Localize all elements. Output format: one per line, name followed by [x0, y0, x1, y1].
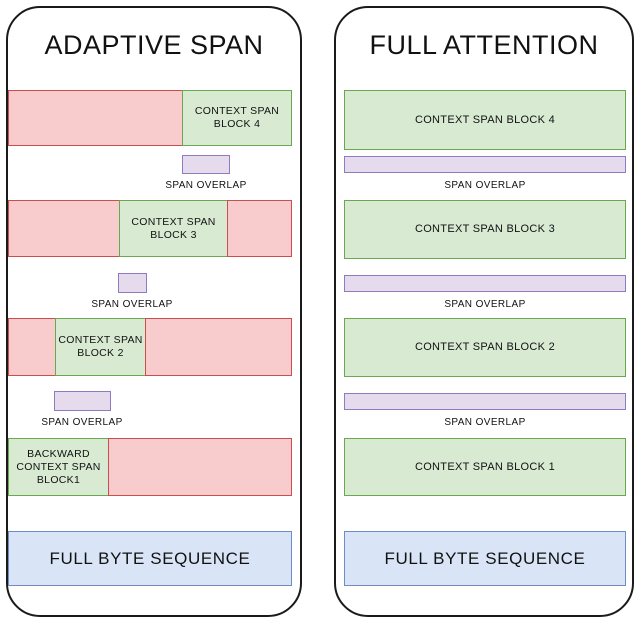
- adaptive-block2-label-line2: BLOCK 2: [77, 347, 124, 359]
- full-span-overlap-1-caption: SPAN OVERLAP: [444, 417, 526, 428]
- adaptive-block2-label: CONTEXT SPAN BLOCK 2: [58, 334, 142, 360]
- full-context-span-block-1-bar: CONTEXT SPAN BLOCK 1: [344, 438, 626, 496]
- full-block3-label: CONTEXT SPAN BLOCK 3: [414, 223, 556, 235]
- full-span-overlap-1-bar: [344, 393, 626, 410]
- adaptive-span-overlap-1-caption: SPAN OVERLAP: [41, 417, 123, 428]
- adaptive-block4-label: CONTEXT SPAN BLOCK 4: [195, 105, 279, 131]
- adaptive-block2-pink-right: [145, 318, 292, 376]
- full-context-span-block-3-bar: CONTEXT SPAN BLOCK 3: [344, 200, 626, 259]
- adaptive-block2-green-segment: CONTEXT SPAN BLOCK 2: [55, 318, 146, 376]
- adaptive-full-byte-sequence-label: FULL BYTE SEQUENCE: [49, 549, 251, 568]
- full-block2-label: CONTEXT SPAN BLOCK 2: [414, 341, 556, 353]
- full-context-span-block-2-bar: CONTEXT SPAN BLOCK 2: [344, 318, 626, 377]
- adaptive-block4-green-segment: CONTEXT SPAN BLOCK 4: [182, 90, 292, 146]
- adaptive-span-overlap-2-bar: [118, 273, 147, 293]
- adaptive-block1-label-line2: CONTEXT SPAN: [16, 460, 101, 473]
- panel-title-full-attention: FULL ATTENTION: [369, 30, 599, 60]
- adaptive-span-overlap-3-bar: [182, 155, 230, 174]
- full-block4-label: CONTEXT SPAN BLOCK 4: [414, 113, 556, 126]
- full-span-overlap-2-caption: SPAN OVERLAP: [444, 299, 526, 310]
- adaptive-block3-label: CONTEXT SPAN BLOCK 3: [131, 216, 215, 242]
- full-context-span-block-4-bar: CONTEXT SPAN BLOCK 4: [344, 90, 626, 150]
- adaptive-block1-pink-segment: [108, 438, 292, 496]
- full-span-overlap-2-bar: [344, 275, 626, 292]
- adaptive-block3-label-line1: CONTEXT SPAN: [131, 215, 216, 228]
- adaptive-full-byte-sequence-bar: FULL BYTE SEQUENCE: [8, 531, 292, 586]
- adaptive-block1-label: BACKWARD CONTEXT SPAN BLOCK1: [16, 448, 100, 487]
- full-block1-label: CONTEXT SPAN BLOCK 1: [414, 460, 556, 473]
- full-full-byte-sequence-label: FULL BYTE SEQUENCE: [384, 549, 586, 568]
- panel-title-adaptive-span: ADAPTIVE SPAN: [44, 30, 264, 60]
- adaptive-span-overlap-2-caption: SPAN OVERLAP: [91, 299, 173, 310]
- adaptive-block2-pink-left: [8, 318, 56, 376]
- adaptive-block4-label-line1: CONTEXT SPAN: [194, 105, 280, 117]
- adaptive-block1-label-line1: BACKWARD: [27, 447, 90, 460]
- full-full-byte-sequence-bar: FULL BYTE SEQUENCE: [344, 531, 626, 586]
- full-span-overlap-3-bar: [344, 156, 626, 173]
- adaptive-block4-label-line2: BLOCK 4: [213, 118, 261, 130]
- full-span-overlap-3-caption: SPAN OVERLAP: [444, 180, 526, 191]
- adaptive-block4-pink-segment: [8, 90, 183, 146]
- adaptive-block2-label-line1: CONTEXT SPAN: [58, 334, 143, 346]
- adaptive-block3-pink-right: [227, 200, 292, 257]
- adaptive-span-overlap-3-caption: SPAN OVERLAP: [165, 180, 247, 191]
- adaptive-block3-green-segment: CONTEXT SPAN BLOCK 3: [119, 200, 228, 257]
- adaptive-span-overlap-1-bar: [54, 391, 111, 411]
- adaptive-block1-label-line3: BLOCK1: [36, 473, 81, 486]
- adaptive-block1-green-segment: BACKWARD CONTEXT SPAN BLOCK1: [8, 438, 109, 496]
- adaptive-block3-label-line2: BLOCK 3: [150, 228, 197, 241]
- adaptive-block3-pink-left: [8, 200, 120, 257]
